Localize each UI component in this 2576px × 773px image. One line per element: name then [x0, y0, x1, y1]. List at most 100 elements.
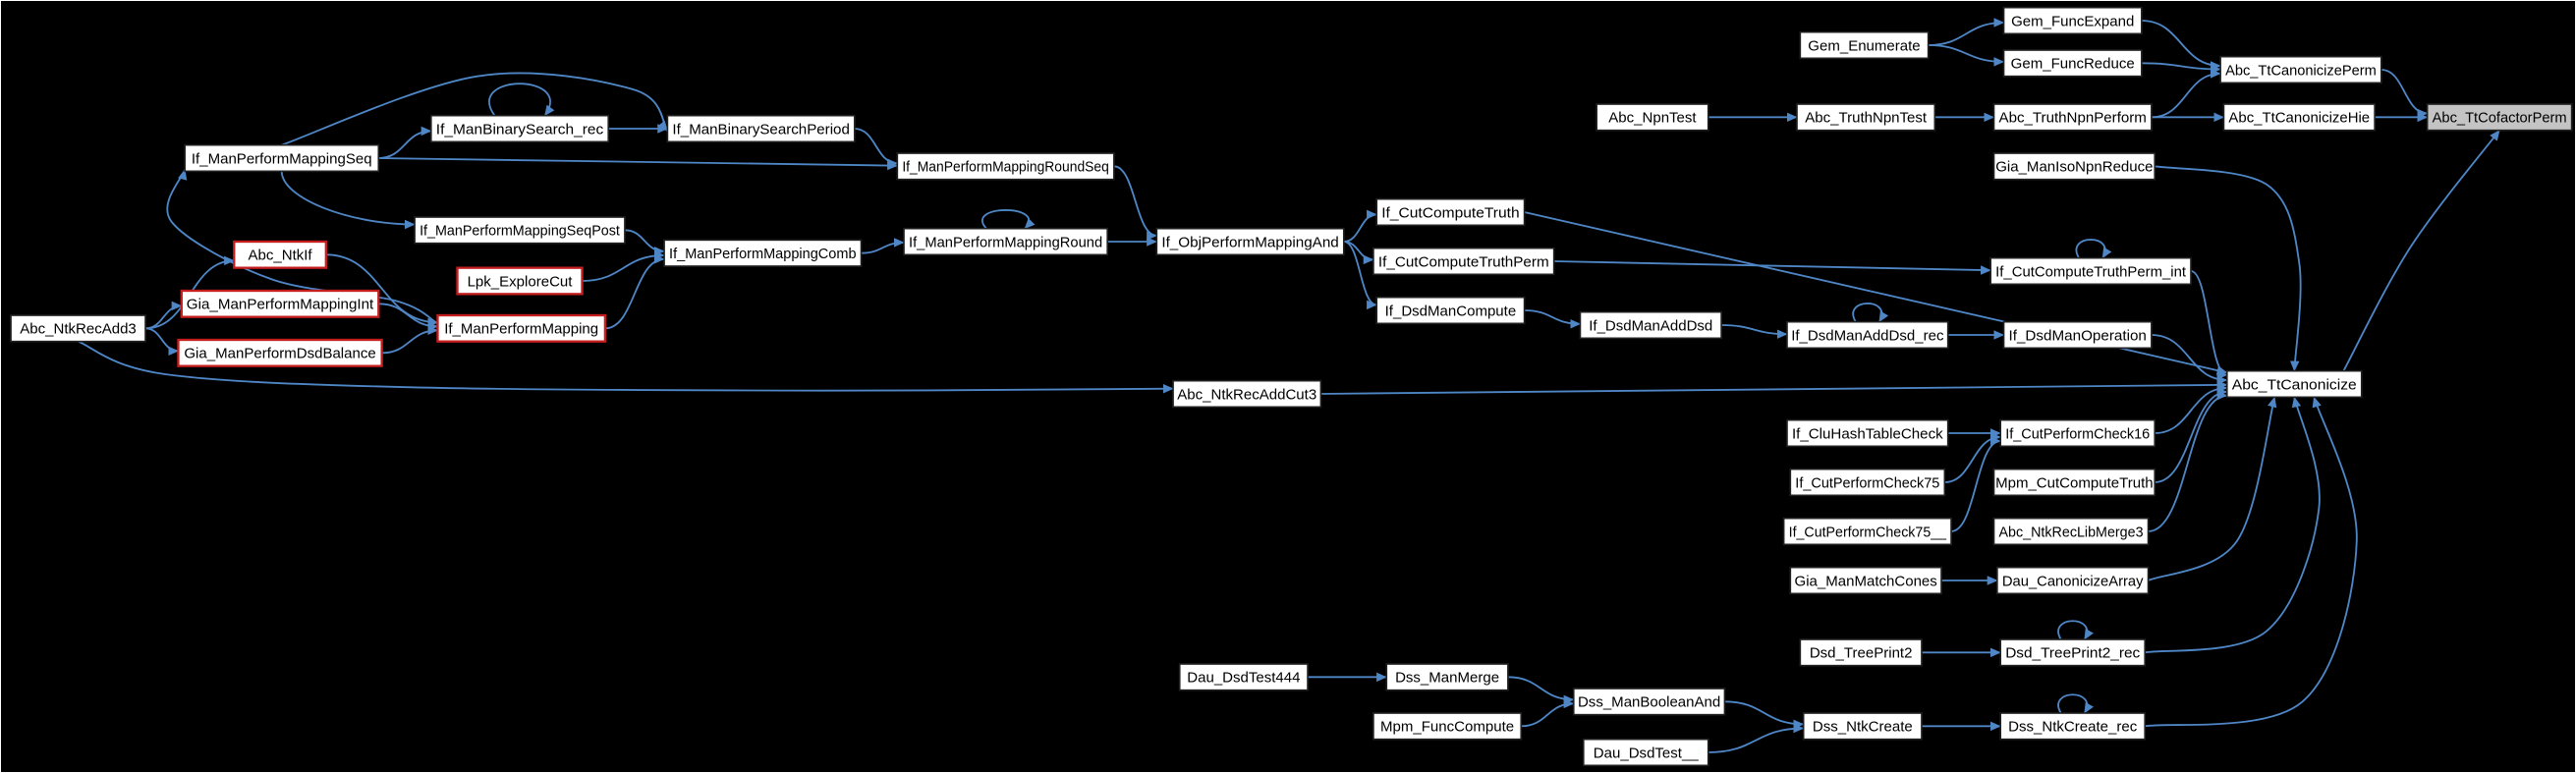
node-gem_enumerate[interactable]: Gem_Enumerate — [1799, 30, 1930, 60]
node-label: If_CutComputeTruthPerm — [1378, 253, 1549, 270]
node-if_manperformmapping[interactable]: If_ManPerformMapping — [436, 313, 607, 343]
node-label: Gem_FuncReduce — [2011, 56, 2135, 73]
nodes-layer: Gem_FuncExpandGem_EnumerateGem_FuncReduc… — [10, 6, 2573, 767]
node-abc_ttcofactorperm[interactable]: Abc_TtCofactorPerm — [2426, 103, 2573, 132]
edge-dsd_treeprint2_rec-to-abc_ttcanonicize — [2145, 396, 2321, 654]
node-gia_manperformdsdbalance[interactable]: Gia_ManPerformDsdBalance — [177, 338, 383, 367]
node-abc_ntkif[interactable]: Abc_NtkIf — [233, 240, 328, 269]
node-gia_manperformmappingint[interactable]: Gia_ManPerformMappingInt — [180, 289, 380, 318]
node-box — [456, 266, 584, 296]
node-dau_dsdtest__[interactable]: Dau_DsdTest__ — [1582, 738, 1709, 767]
node-label: Abc_TtCanonicize — [2232, 376, 2357, 393]
node-label: Abc_NtkRecAddCut3 — [1177, 386, 1316, 403]
node-label: Abc_NtkRecAdd3 — [20, 321, 137, 338]
node-label: If_ManBinarySearchPeriod — [672, 121, 849, 138]
node-if_manbinarysearch_rec[interactable]: If_ManBinarySearch_rec — [429, 114, 610, 143]
edge-if_manperformmapping_round-to-if_manperformmapping_round — [981, 209, 1036, 230]
node-box — [1372, 712, 1523, 741]
edge-abc_ntkrecadd3-to-gia_manperformmappingint — [144, 301, 183, 330]
node-label: Gia_ManMatchCones — [1795, 573, 1937, 589]
node-dsd_treeprint2[interactable]: Dsd_TreePrint2 — [1799, 638, 1923, 667]
node-abc_npntest[interactable]: Abc_NpnTest — [1596, 103, 1709, 132]
node-box — [1178, 663, 1309, 691]
node-if_manperformmappingseq[interactable]: If_ManPerformMappingSeq — [184, 143, 380, 173]
node-label: If_CutPerformCheck16 — [2005, 425, 2150, 442]
node-abc_ttcanonicizehie[interactable]: Abc_TtCanonicizeHie — [2222, 103, 2376, 132]
node-box — [1796, 103, 1936, 132]
node-if_cutperformcheck75__[interactable]: If_CutPerformCheck75__ — [1782, 517, 1952, 546]
node-if_manperformmappingroundseq[interactable]: If_ManPerformMappingRoundSeq — [896, 152, 1115, 181]
node-abc_truthnpntest[interactable]: Abc_TruthNpnTest — [1796, 103, 1936, 132]
node-if_dsdmanadddsd_rec[interactable]: If_DsdManAddDsd_rec — [1786, 320, 1949, 350]
node-dss_manmerge[interactable]: Dss_ManMerge — [1385, 663, 1509, 691]
node-if_manbinarysearchperiod[interactable]: If_ManBinarySearchPeriod — [666, 114, 856, 143]
node-abc_ttcanonicize[interactable]: Abc_TtCanonicize — [2225, 369, 2363, 399]
node-gem_funcreduce[interactable]: Gem_FuncReduce — [2002, 49, 2143, 78]
edge-dss_ntkcreate_rec-to-dss_ntkcreate_rec — [2057, 693, 2094, 714]
node-label: Dau_DsdTest444 — [1187, 670, 1300, 687]
node-box — [2219, 55, 2382, 84]
edge-if_cutperformcheck75__-to-if_cutperformcheck16 — [1950, 436, 2001, 532]
node-if_cutcomputetruth[interactable]: If_CutComputeTruth — [1375, 197, 1526, 227]
node-if_manperformmapping_round[interactable]: If_ManPerformMappingRound — [903, 227, 1109, 256]
edge-abc_ntkrecadd3-to-gia_manperformdsdbalance — [144, 327, 180, 357]
node-box — [1802, 712, 1923, 741]
node-if_dsdmanoperation[interactable]: If_DsdManOperation — [2002, 320, 2153, 350]
edge-if_manperformmappingcomb-to-if_manperformmapping_round — [861, 238, 905, 254]
edge-if_cutcomputetruthperm_int-to-abc_ttcanonicize — [2190, 270, 2228, 380]
edge-if_manperformmappingseq-to-if_manperformmappingseqpost — [280, 171, 416, 230]
node-box — [1799, 638, 1923, 667]
node-gem_funcexpand[interactable]: Gem_FuncExpand — [2002, 6, 2143, 35]
node-label: Gem_FuncExpand — [2011, 13, 2134, 29]
node-mpm_cutcomputetruth[interactable]: Mpm_CutComputeTruth — [1992, 468, 2156, 497]
node-if_manperformmappingcomb[interactable]: If_ManPerformMappingComb — [663, 239, 863, 267]
node-label: Dau_CanonicizeArray — [2002, 573, 2144, 589]
edge-if_manperformmappingroundseq-to-if_objperformmappingand — [1113, 165, 1157, 241]
node-gia_manmatchcones[interactable]: Gia_ManMatchCones — [1789, 566, 1942, 595]
node-if_dsdmanadddsd[interactable]: If_DsdManAddDsd — [1579, 310, 1722, 340]
node-if_cutcomputetruthperm[interactable]: If_CutComputeTruthPerm — [1372, 247, 1555, 276]
node-box — [1596, 103, 1709, 132]
node-gia_manisonpnreduce[interactable]: Gia_ManIsoNpnReduce — [1992, 152, 2156, 181]
node-abc_ntkreclibmerge3[interactable]: Abc_NtkRecLibMerge3 — [1992, 517, 2150, 546]
node-box — [1372, 247, 1555, 276]
node-label: If_CluHashTableCheck — [1792, 425, 1943, 442]
edge-abc_ttcanonicizeperm-to-abc_ttcofactorperm — [2380, 69, 2429, 119]
node-box — [1992, 517, 2150, 546]
node-box — [2426, 103, 2573, 132]
node-abc_truthnpnperform[interactable]: Abc_TruthNpnPerform — [1992, 103, 2153, 132]
node-dss_ntkcreate_rec[interactable]: Dss_NtkCreate_rec — [1999, 712, 2147, 741]
node-dsd_treeprint2_rec[interactable]: Dsd_TreePrint2_rec — [1999, 638, 2147, 667]
node-dau_canonicizearray[interactable]: Dau_CanonicizeArray — [1996, 566, 2150, 595]
node-if_cutperformcheck16[interactable]: If_CutPerformCheck16 — [1999, 418, 2156, 448]
edge-abc_truthnpnperform-to-abc_ttcanonicizeperm — [2151, 69, 2221, 119]
node-abc_ttcanonicizeperm[interactable]: Abc_TtCanonicizePerm — [2219, 55, 2382, 84]
node-dss_manbooleanand[interactable]: Dss_ManBooleanAnd — [1572, 688, 1726, 716]
edge-gem_enumerate-to-gem_funcexpand — [1928, 18, 2005, 46]
node-box — [180, 289, 380, 318]
node-box — [1786, 418, 1949, 448]
edge-dss_ntkcreate_rec-to-abc_ttcanonicize — [2145, 396, 2358, 728]
node-abc_ntkrecaddcut3[interactable]: Abc_NtkRecAddCut3 — [1172, 379, 1322, 409]
node-if_cluhashtablecheck[interactable]: If_CluHashTableCheck — [1786, 418, 1949, 448]
node-if_cutperformcheck75[interactable]: If_CutPerformCheck75 — [1789, 468, 1946, 497]
node-label: If_ManPerformMapping — [444, 321, 598, 338]
node-lpk_explorecut[interactable]: Lpk_ExploreCut — [456, 266, 584, 296]
node-if_manperformmappingseqpost[interactable]: If_ManPerformMappingSeqPost — [414, 216, 626, 245]
node-dau_dsdtest444[interactable]: Dau_DsdTest444 — [1178, 663, 1309, 691]
edge-if_manperformmapping-to-if_manperformmappingseq — [166, 169, 438, 325]
node-box — [1999, 712, 2147, 741]
edge-dss_manmerge-to-dss_manbooleanand — [1507, 676, 1575, 705]
node-if_objperformmappingand[interactable]: If_ObjPerformMappingAnd — [1155, 227, 1345, 256]
edge-if_manbinarysearch_rec-to-if_manbinarysearch_rec — [488, 83, 555, 117]
node-if_cutcomputetruthperm_int[interactable]: If_CutComputeTruthPerm_int — [1989, 256, 2192, 286]
node-abc_ntkrecadd3[interactable]: Abc_NtkRecAdd3 — [10, 314, 146, 343]
node-box — [1789, 468, 1946, 497]
node-dss_ntkcreate[interactable]: Dss_NtkCreate — [1802, 712, 1923, 741]
node-label: Abc_NtkIf — [248, 248, 312, 264]
edge-mpm_cutcomputetruth-to-abc_ttcanonicize — [2155, 387, 2228, 483]
node-mpm_funccompute[interactable]: Mpm_FuncCompute — [1372, 712, 1523, 741]
node-label: If_DsdManCompute — [1385, 303, 1517, 319]
node-if_dsdmancompute[interactable]: If_DsdManCompute — [1375, 296, 1526, 325]
edge-dau_canonicizearray-to-abc_ttcanonicize — [2148, 396, 2277, 581]
